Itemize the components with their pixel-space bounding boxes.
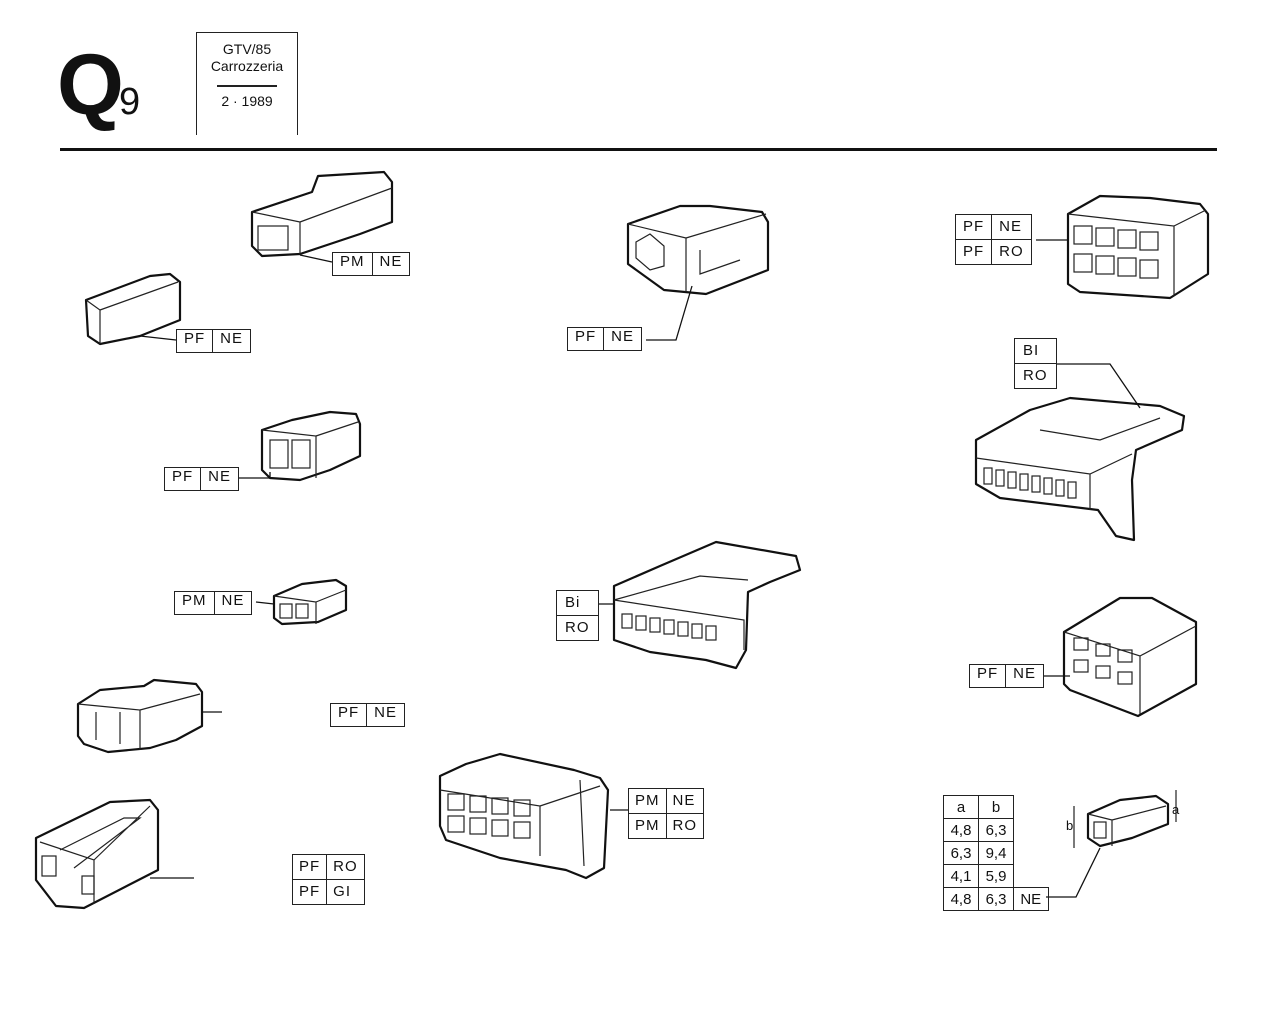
cell-a: 6,3	[943, 841, 979, 865]
tag-code: PM	[635, 792, 660, 809]
tag-code: PF	[338, 704, 360, 721]
connector-10-drawing	[1036, 194, 1210, 300]
tag-color-2: RO	[1015, 363, 1056, 388]
dim-b-label: b	[1066, 818, 1074, 833]
tag-color: NE	[213, 592, 252, 614]
connector-7-drawing	[626, 204, 770, 341]
tag-connector-8: Bi RO	[556, 590, 599, 641]
tag-connector-2: PF NE	[176, 329, 252, 353]
connector-6-drawing	[34, 798, 194, 910]
tag-color: GI	[326, 880, 357, 904]
tag-connector-9: PM NE PM RO	[628, 788, 704, 839]
tag-connector-5: PF NE	[330, 703, 406, 727]
tag-color: NE	[371, 253, 410, 275]
tag-connector-10: PF NE PF RO	[955, 214, 1032, 265]
connector-12-drawing	[1044, 596, 1198, 718]
tag-color: NE	[665, 789, 702, 813]
cell-b: 6,3	[978, 818, 1014, 842]
cell-b: 6,3	[978, 887, 1014, 911]
table-row: 4,1 5,9	[943, 864, 1049, 888]
tag-color: NE	[603, 328, 641, 350]
tag-connector-1: PM NE	[332, 252, 411, 276]
table-row: 4,8 6,3 NE	[943, 887, 1049, 911]
cell-b: 5,9	[978, 864, 1014, 888]
tag-color-1: BI	[1023, 342, 1040, 359]
connector-1-drawing	[250, 170, 394, 263]
header-info-box: GTV/85 Carrozzeria 2 · 1989	[196, 32, 298, 135]
tag-code: PF	[299, 883, 321, 900]
cell-a: 4,8	[943, 887, 979, 911]
tag-color: NE	[991, 215, 1029, 239]
tag-color: RO	[665, 814, 704, 838]
cell-a: 4,8	[943, 818, 979, 842]
connector-11-drawing	[974, 363, 1186, 542]
area-label: Carrozzeria	[210, 58, 284, 74]
tag-color: NE	[1005, 665, 1043, 687]
tag-code: PM	[182, 592, 207, 609]
tag-connector-6: PF RO PF GI	[292, 854, 365, 905]
cell-a: 4,1	[943, 864, 979, 888]
section-number: 9	[119, 81, 141, 123]
section-letter: Q	[57, 37, 124, 133]
connector-2-drawing	[84, 272, 182, 346]
connector-4-drawing	[255, 578, 348, 626]
table-row: 6,3 9,4	[943, 841, 1049, 865]
tag-code: PF	[963, 243, 985, 260]
dim-a-label: a	[1172, 802, 1180, 817]
header-rule	[60, 148, 1217, 151]
table-header-row: a b	[943, 795, 1049, 819]
tag-code: PF	[575, 328, 597, 345]
tag-code: PF	[172, 468, 194, 485]
connector-3-drawing	[236, 410, 362, 482]
column-header-a: a	[943, 795, 979, 819]
connector-8-drawing	[596, 540, 802, 670]
tag-color: RO	[326, 855, 364, 879]
tag-code: PF	[299, 858, 321, 875]
tag-connector-3: PF NE	[164, 467, 240, 491]
tag-connector-12: PF NE	[969, 664, 1045, 688]
connector-13-drawing	[1046, 790, 1177, 898]
connector-5-drawing	[76, 678, 222, 754]
tag-color-2: RO	[557, 615, 598, 640]
tag-code: PF	[184, 330, 206, 347]
date-label: 2 · 1989	[221, 92, 273, 109]
tag-connector-11: BI RO	[1014, 338, 1057, 389]
table-row: 4,8 6,3	[943, 818, 1049, 842]
column-header-b: b	[978, 795, 1014, 819]
connector-9-drawing	[438, 752, 628, 880]
tag-color: NE	[200, 468, 238, 490]
tag-code: PF	[977, 665, 999, 682]
tag-color: NE	[212, 330, 250, 352]
cell-b: 9,4	[978, 841, 1014, 865]
tag-code: PF	[963, 218, 985, 235]
tag-color: RO	[991, 240, 1031, 264]
header-divider	[217, 85, 277, 87]
tag-code: PM	[635, 817, 660, 834]
tag-connector-4: PM NE	[174, 591, 253, 615]
tag-code: PM	[340, 253, 365, 270]
tag-color: NE	[366, 704, 404, 726]
model-label: GTV/85	[222, 41, 272, 57]
tag-connector-7: PF NE	[567, 327, 643, 351]
cell-color: NE	[1013, 887, 1049, 911]
tag-color-1: Bi	[565, 594, 581, 611]
terminal-dimension-table: a b 4,8 6,3 6,3 9,4 4,1 5,9 4,8 6,3 NE	[943, 795, 1049, 911]
